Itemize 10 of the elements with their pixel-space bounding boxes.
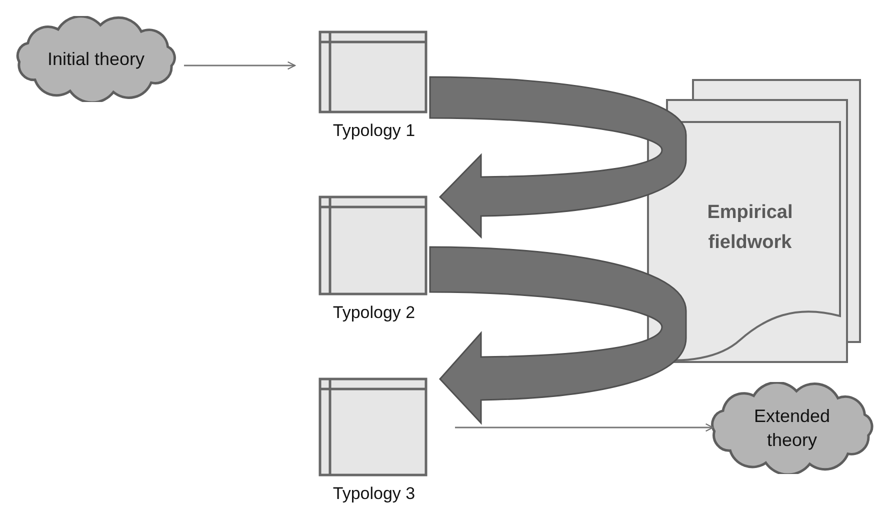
document-label: Empirical fieldwork [706,201,794,255]
cloud-label: Initial theory [47,48,145,71]
typology-label: Typology 3 [332,483,416,505]
typology-label: Typology 2 [332,302,416,324]
arrow [184,61,296,70]
cloud-label: Extended theory [752,405,832,452]
arrow [455,423,714,432]
typology-label: Typology 1 [332,120,416,142]
curved-block-arrow [429,246,687,424]
curved-block-arrow [429,76,687,238]
